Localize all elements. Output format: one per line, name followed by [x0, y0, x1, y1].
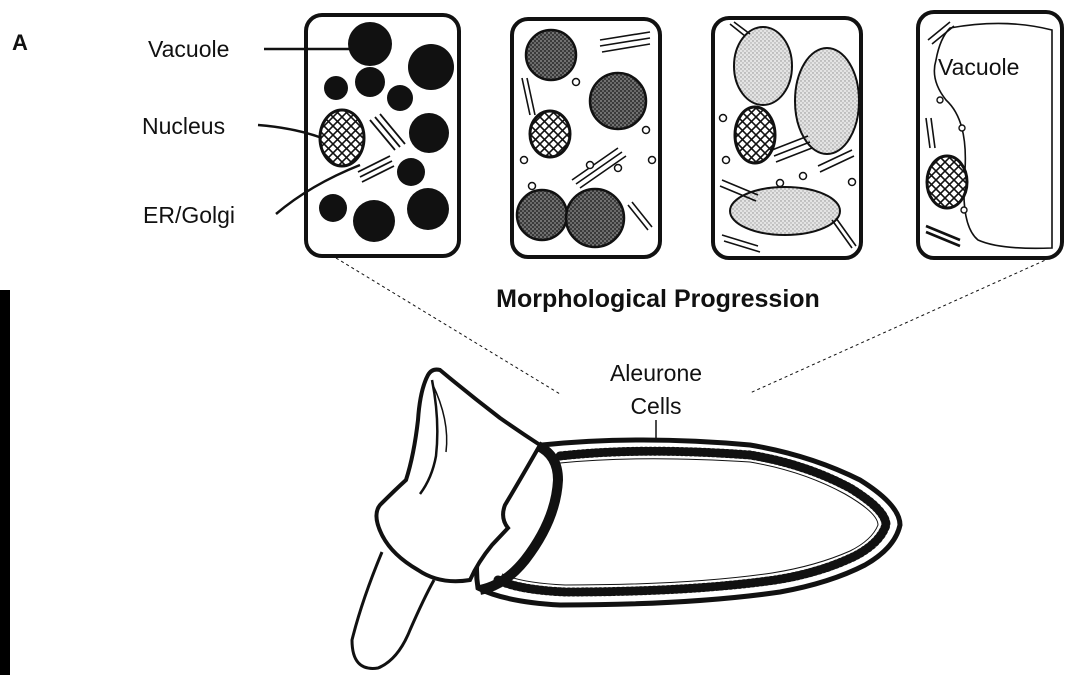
left-edge-bar [0, 290, 10, 675]
nucleus [735, 107, 775, 163]
cell-stage-2 [512, 19, 660, 257]
grain-illustration [352, 370, 900, 669]
cell-stage-3 [713, 18, 861, 258]
vacuole-label: Vacuole [148, 36, 229, 62]
aleurone-label-line1: Aleurone [610, 360, 702, 386]
nucleus [927, 156, 967, 208]
vacuole-right-label: Vacuole [938, 54, 1019, 80]
nucleus-label: Nucleus [142, 113, 225, 139]
aleurone-label-line2: Cells [630, 393, 681, 419]
er-golgi-label: ER/Golgi [143, 202, 235, 228]
progression-title: Morphological Progression [496, 285, 820, 313]
cell-stage-4: Vacuole [918, 12, 1062, 258]
nucleus [320, 110, 364, 166]
endosperm [477, 440, 900, 605]
cell-stage-1 [306, 15, 459, 256]
panel-label: A [12, 30, 28, 55]
nucleus [530, 111, 570, 157]
